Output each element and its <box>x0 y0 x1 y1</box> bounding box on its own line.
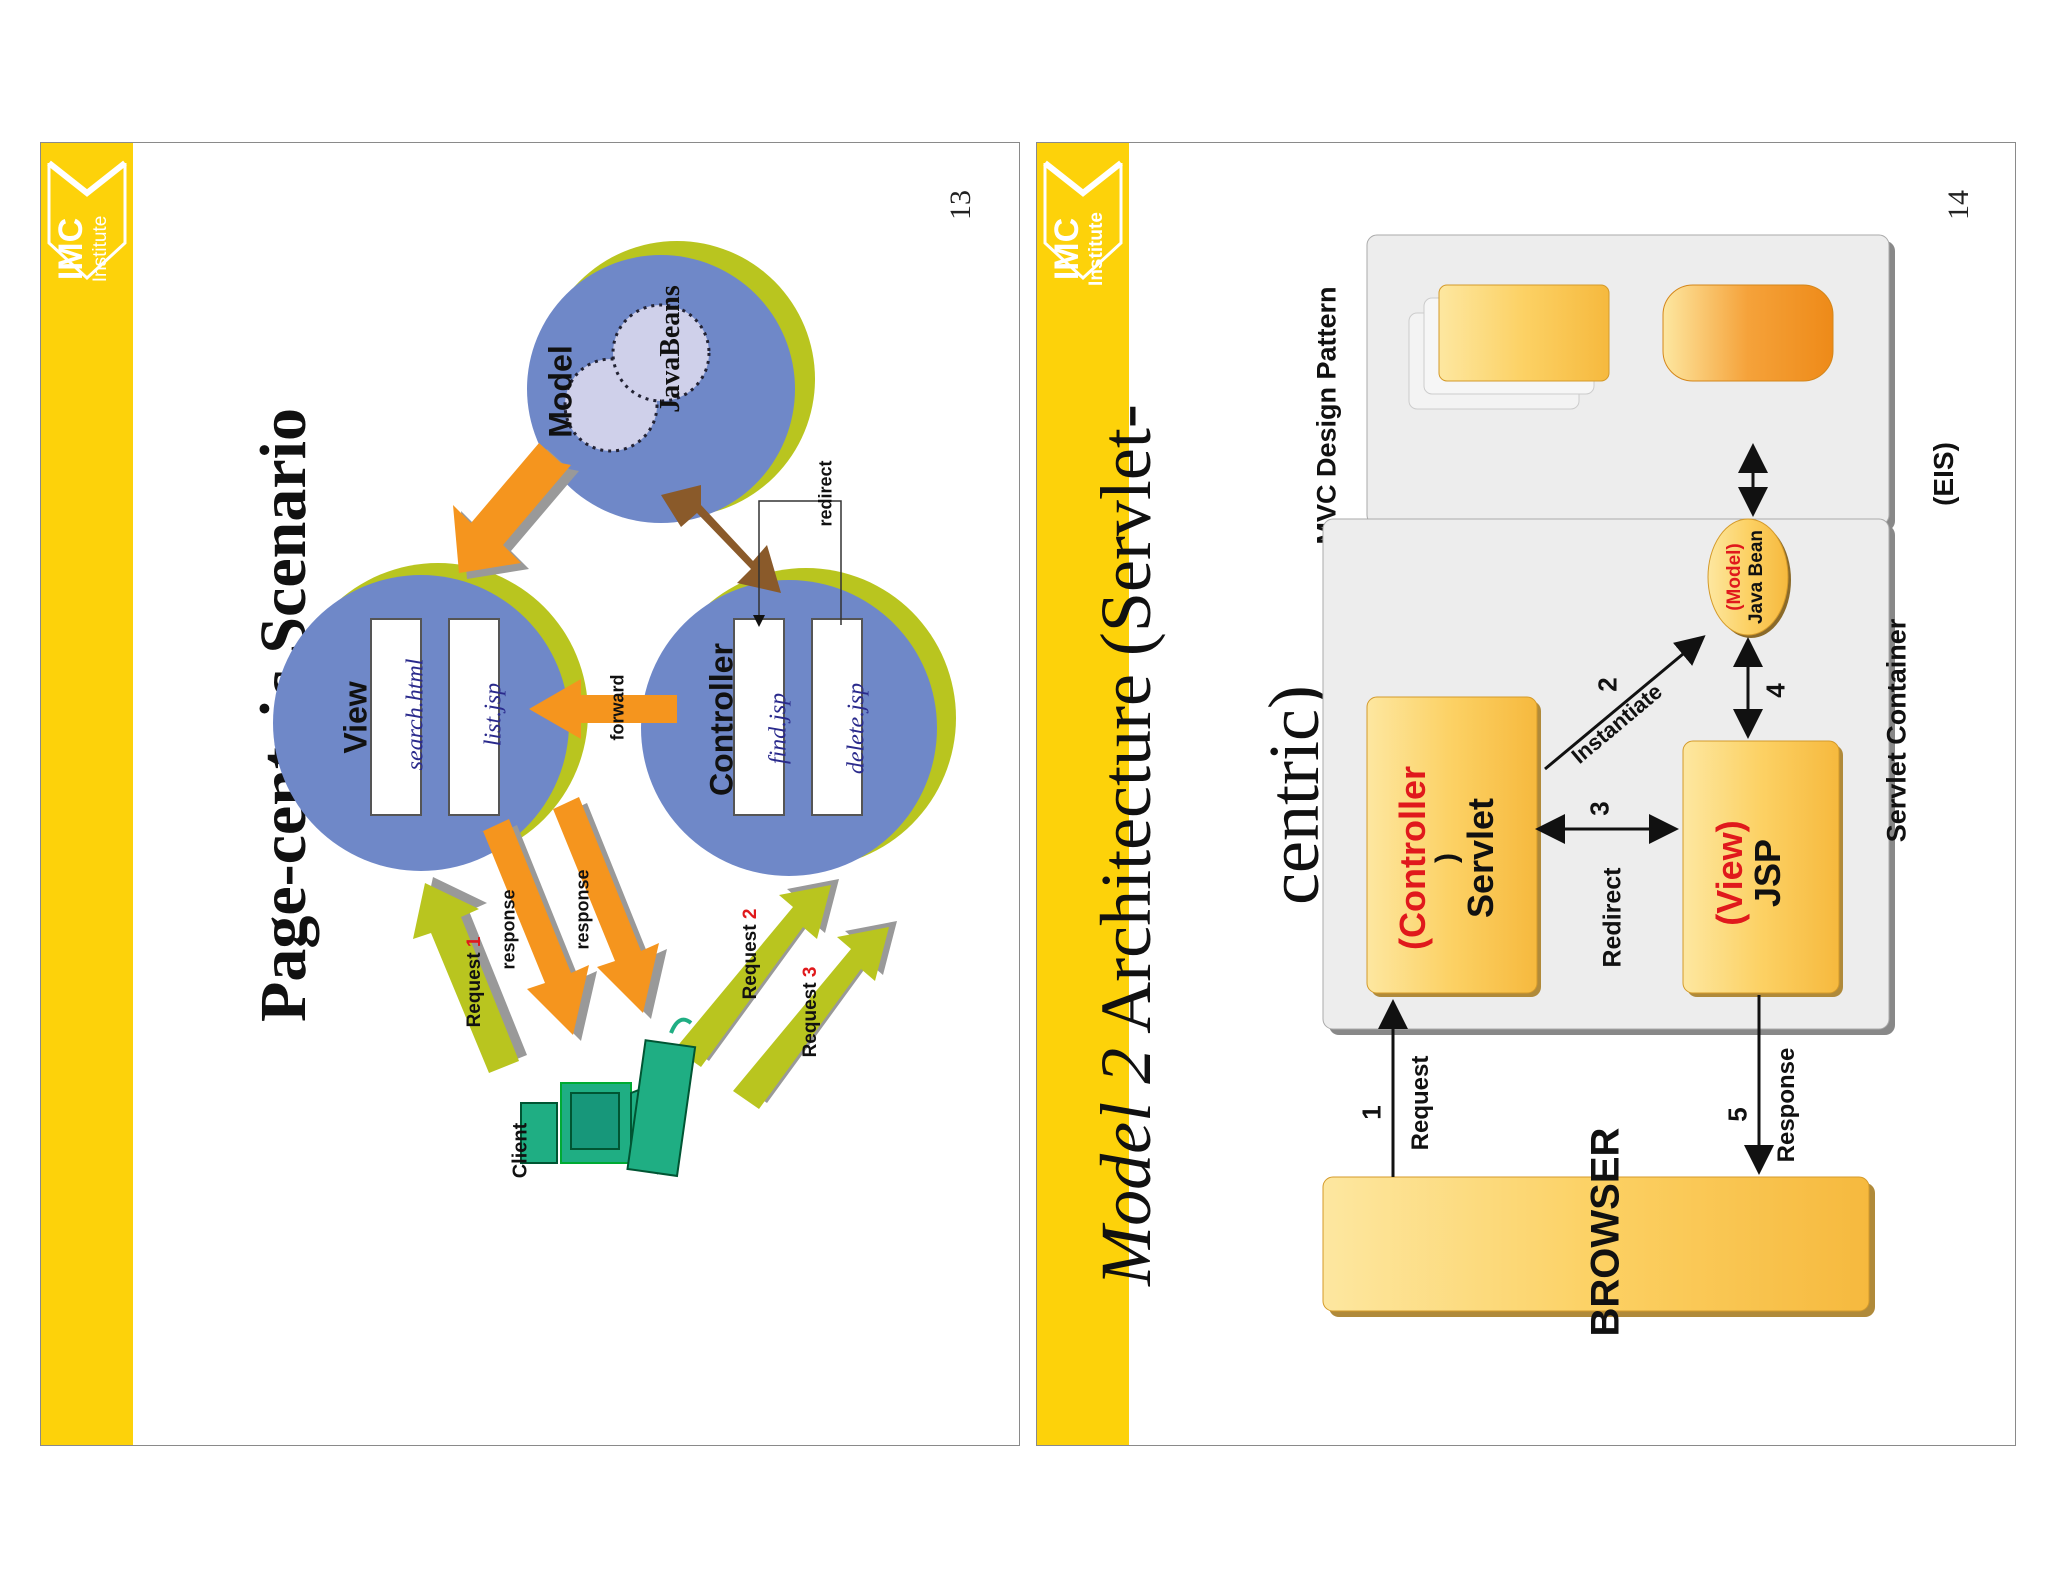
model-controller-arrow <box>661 485 781 593</box>
eis-database-icon <box>1662 284 1834 382</box>
imc-logo <box>43 153 131 281</box>
controller-page-find <box>733 618 785 816</box>
controller-servlet-box <box>1366 696 1538 994</box>
model-tag: (Model) <box>1724 543 1745 611</box>
view-jsp-name: JSP <box>1747 838 1788 908</box>
imc-logo <box>1039 153 1127 281</box>
view-box-text: (View) JSP <box>1709 793 1791 953</box>
eis-document-icon <box>1438 284 1610 382</box>
page-centric-diagram <box>273 241 956 1178</box>
view-page-list-label: list.jsp <box>480 682 507 747</box>
view-jsp-box <box>1682 740 1840 994</box>
response-label-2: response <box>572 869 593 950</box>
request-label-2: Request 2 <box>740 908 761 1000</box>
controller-page-delete <box>811 618 863 816</box>
browser-box <box>1322 1176 1870 1312</box>
view-page-search-label: search.html <box>402 658 429 771</box>
view-open: (View) <box>1709 820 1750 926</box>
step-3-label: Redirect <box>1598 867 1627 968</box>
step-3-number: 3 <box>1584 801 1615 816</box>
controller-servlet-name: Servlet <box>1460 797 1501 919</box>
instantiate-arrow <box>1544 635 1706 771</box>
slide-14: IMC Institute 14 Model 2 Architecture (S… <box>1036 142 2016 1446</box>
redirect-bracket <box>758 500 842 625</box>
step-1-label: Request <box>1407 1055 1434 1151</box>
step-1-number: 1 <box>1356 1105 1387 1120</box>
bean-circle-2 <box>611 303 711 403</box>
response-arrow-1 <box>479 819 589 1035</box>
controller-page-delete-label: delete.jsp <box>843 682 870 775</box>
model-to-view-arrow <box>453 443 571 573</box>
controller-close: ) <box>1430 853 1463 863</box>
client-label: Client <box>509 1122 532 1179</box>
view-page-list <box>448 618 500 816</box>
response-label-1: response <box>498 889 519 970</box>
controller-box-text: (Controller ) Servlet <box>1392 738 1506 978</box>
browser-label: BROWSER <box>1583 1127 1628 1337</box>
model-oval-text: (Model) Java Bean <box>1724 527 1772 627</box>
response-arrow-2 <box>549 797 659 1013</box>
request-arrow-1 <box>413 883 519 1073</box>
forward-label: forward <box>607 674 628 741</box>
step-4-number: 4 <box>1760 683 1791 698</box>
request-label-3: Request 3 <box>800 966 821 1058</box>
request-arrow-2 <box>675 885 831 1067</box>
step-5-label: Response <box>1773 1047 1800 1163</box>
controller-page-find-label: find.jsp <box>765 692 792 765</box>
yellow-side-strip <box>41 143 133 1445</box>
request-arrow-3 <box>733 927 889 1109</box>
eis-label: (EIS) <box>1928 442 1959 506</box>
view-label: View <box>337 681 374 754</box>
view-page-search <box>370 618 422 816</box>
model-bean-name: Java Bean <box>1746 530 1767 625</box>
model-label: Model <box>542 345 579 438</box>
javabeans-label: JavaBeans <box>655 285 686 413</box>
redirect-label: redirect <box>815 460 836 527</box>
client-computer-icon <box>520 1017 697 1178</box>
step-2-number: 2 <box>1592 677 1623 692</box>
controller-label: Controller <box>703 643 740 796</box>
step-5-number: 5 <box>1722 1107 1753 1122</box>
controller-open: (Controller <box>1392 766 1433 950</box>
yellow-side-strip <box>1037 143 1129 1445</box>
model2-architecture-diagram <box>1322 234 1895 1317</box>
model-javabean-oval <box>1707 518 1789 636</box>
slide-13: IMC Institute 13 Page-centric Scenario <box>40 142 1020 1446</box>
forward-arrow <box>529 679 677 739</box>
servlet-container-label: Servlet Container <box>1881 618 1912 843</box>
request-label-1: Request 1 <box>464 936 485 1028</box>
